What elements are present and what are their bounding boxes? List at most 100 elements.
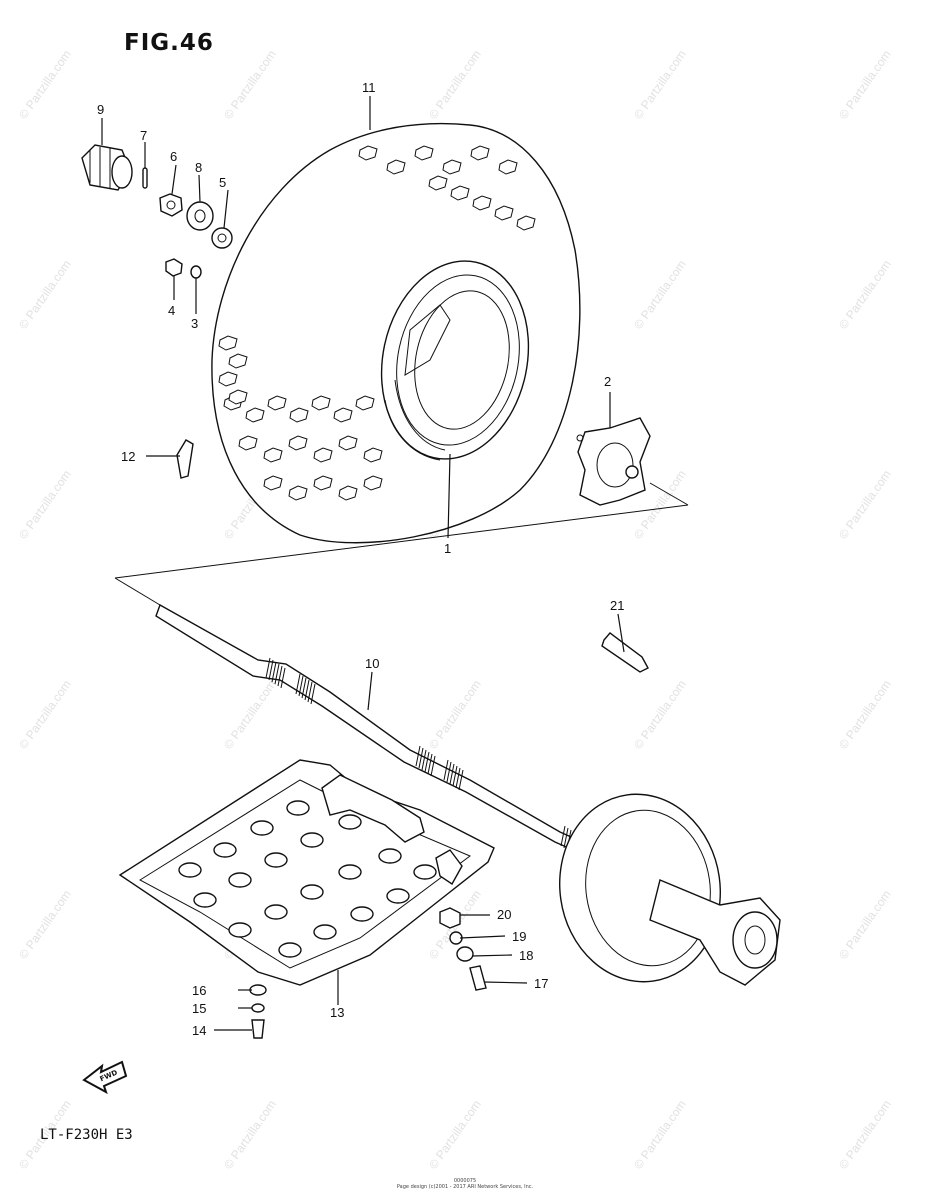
leader-lines	[101, 96, 689, 1031]
skid-hole	[178, 862, 202, 878]
hub-cap[interactable]	[81, 144, 133, 191]
watermark-text: © Partzilla.com	[631, 257, 689, 331]
tread-knob	[494, 205, 514, 221]
bolt-14[interactable]	[251, 1019, 265, 1039]
skid-hole	[228, 872, 252, 888]
tread-knob	[267, 395, 287, 411]
nut-20[interactable]	[439, 907, 461, 929]
spline-line	[427, 753, 433, 775]
callout-2: 2	[604, 374, 611, 389]
callout-9: 9	[97, 102, 104, 117]
watermark-text: © Partzilla.com	[16, 467, 74, 541]
washer-16[interactable]	[249, 984, 267, 996]
spline-line	[301, 677, 307, 699]
tire-assembly[interactable]	[211, 122, 581, 544]
watermark-text: © Partzilla.com	[836, 1097, 894, 1171]
tread-knob	[363, 447, 383, 463]
tread-knob	[442, 159, 462, 175]
spline-line	[443, 759, 449, 781]
tread-knob	[263, 447, 283, 463]
skid-hole	[313, 924, 337, 940]
skid-hole	[300, 832, 324, 848]
lock-washer-3[interactable]	[190, 265, 202, 279]
callout-11: 11	[362, 80, 376, 95]
skid-hole	[286, 800, 310, 816]
watermark-text: © Partzilla.com	[16, 677, 74, 751]
fwd-arrow-icon: FWD	[82, 1060, 128, 1095]
watermark-text: © Partzilla.com	[16, 257, 74, 331]
skid-hole	[338, 864, 362, 880]
tread-knob	[498, 159, 518, 175]
valve-stem[interactable]	[176, 439, 194, 479]
wheel-nut-4[interactable]	[165, 258, 183, 277]
watermark-text: © Partzilla.com	[16, 887, 74, 961]
skid-hole	[264, 852, 288, 868]
spline-line	[560, 825, 566, 847]
spline-line	[274, 663, 280, 685]
watermark-text: © Partzilla.com	[426, 677, 484, 751]
tread-knob	[288, 485, 308, 501]
spline-line	[280, 667, 286, 689]
watermark-text: © Partzilla.com	[836, 887, 894, 961]
pin-21[interactable]	[601, 632, 649, 673]
callout-17: 17	[534, 976, 548, 991]
watermark-text: © Partzilla.com	[836, 677, 894, 751]
tread-knob	[228, 389, 248, 405]
tread-knob	[386, 159, 406, 175]
tread-knob	[472, 195, 492, 211]
spline-line	[271, 661, 277, 683]
footer-copyright: Page design (c)2001 - 2017 ARI Network S…	[396, 1184, 534, 1190]
brake-drum[interactable]	[548, 784, 781, 992]
skid-hole	[264, 904, 288, 920]
callout-16: 16	[192, 983, 206, 998]
bolt-17[interactable]	[469, 965, 487, 991]
spline-line	[452, 765, 458, 787]
skid-plate-holes	[178, 800, 437, 958]
skid-hole	[193, 892, 217, 908]
tread-knob	[313, 475, 333, 491]
callout-21: 21	[610, 598, 624, 613]
skid-hole	[413, 864, 437, 880]
tread-knob	[414, 145, 434, 161]
axle-nut[interactable]	[159, 193, 183, 217]
washer-15[interactable]	[251, 1003, 265, 1013]
page-footer: 0000075 Page design (c)2001 - 2017 ARI N…	[380, 1178, 550, 1190]
spline-line	[446, 761, 452, 783]
callout-12: 12	[121, 449, 135, 464]
tread-knob	[228, 353, 248, 369]
figure-title: FIG.46	[124, 30, 214, 56]
cotter-pin[interactable]	[142, 167, 148, 189]
tread-knob	[245, 407, 265, 423]
spline-line	[430, 755, 436, 777]
washer-18[interactable]	[456, 946, 474, 962]
watermark-text: © Partzilla.com	[631, 1097, 689, 1171]
watermark-text: © Partzilla.com	[426, 47, 484, 121]
callout-6: 6	[170, 149, 177, 164]
tread-knob	[288, 435, 308, 451]
washer-8[interactable]	[186, 201, 214, 231]
skid-hole	[386, 888, 410, 904]
callout-18: 18	[519, 948, 533, 963]
wheel-hub[interactable]	[576, 417, 651, 506]
watermark-text: © Partzilla.com	[836, 47, 894, 121]
callout-8: 8	[195, 160, 202, 175]
spline-line	[458, 769, 464, 791]
spline-line	[277, 665, 283, 687]
callout-3: 3	[191, 316, 198, 331]
tread-knob	[450, 185, 470, 201]
watermark-text: © Partzilla.com	[221, 677, 279, 751]
callout-7: 7	[140, 128, 147, 143]
tread-knob	[238, 435, 258, 451]
callout-10: 10	[365, 656, 379, 671]
spline-line	[268, 659, 274, 681]
spline-line	[304, 679, 310, 701]
callout-14: 14	[192, 1023, 206, 1038]
tread-knob	[311, 395, 331, 411]
tread-knob	[338, 485, 358, 501]
washer-5[interactable]	[211, 227, 233, 249]
skid-plate[interactable]	[118, 759, 495, 986]
callout-labels: 1 2 3 4 5 6 7 8 9 10 11 12 13 14 15 16 1…	[97, 80, 624, 1038]
tread-knob	[263, 475, 283, 491]
tread-knob	[355, 395, 375, 411]
